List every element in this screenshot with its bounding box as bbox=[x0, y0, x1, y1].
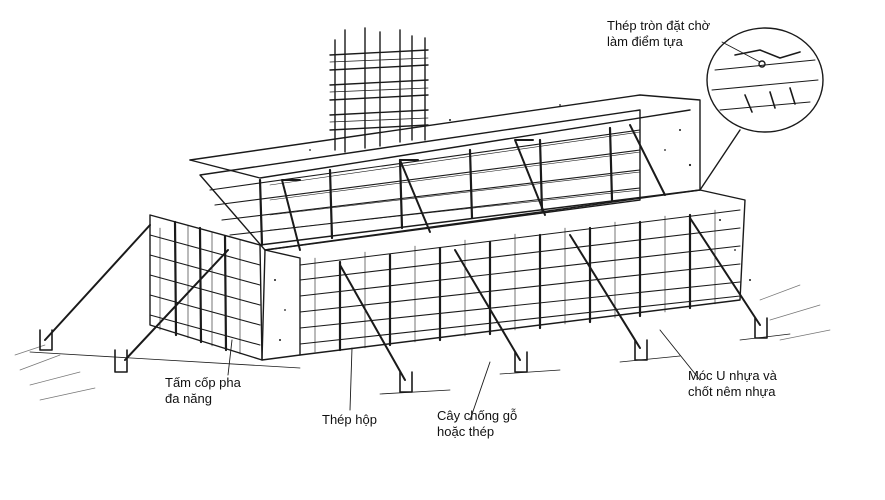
label-box-steel-line1: Thép hộp bbox=[322, 412, 377, 427]
soil-hatching bbox=[14, 284, 831, 401]
label-formwork-panel: Tấm cốp pha đa năng bbox=[165, 375, 241, 407]
label-formwork-panel-line2: đa năng bbox=[165, 391, 212, 406]
label-u-hook-line1: Móc U nhựa và bbox=[688, 368, 777, 383]
leader-lines bbox=[227, 41, 761, 421]
detail-magnifier bbox=[699, 27, 824, 191]
label-u-hook-line2: chốt nêm nhựa bbox=[688, 384, 776, 399]
label-u-hook: Móc U nhựa và chốt nêm nhựa bbox=[688, 368, 777, 400]
rebar-column-cage bbox=[329, 27, 429, 153]
left-formwork-wall bbox=[149, 214, 263, 361]
concrete-texture bbox=[274, 104, 751, 341]
back-braces bbox=[281, 124, 666, 251]
back-footing-top bbox=[189, 94, 701, 246]
label-prop: Cây chống gỗ hoặc thép bbox=[437, 408, 517, 440]
label-formwork-panel-line1: Tấm cốp pha bbox=[165, 375, 241, 390]
front-formwork-wall bbox=[261, 189, 746, 361]
back-formwork-wall bbox=[199, 109, 641, 251]
label-round-steel-line2: làm điểm tựa bbox=[607, 34, 683, 49]
ground-lines bbox=[29, 333, 791, 395]
label-prop-line2: hoặc thép bbox=[437, 424, 495, 439]
label-round-steel-line1: Thép tròn đặt chờ bbox=[607, 18, 711, 33]
label-round-steel: Thép tròn đặt chờ làm điểm tựa bbox=[607, 18, 710, 50]
front-braces bbox=[339, 217, 761, 381]
left-braces bbox=[44, 224, 229, 361]
ground-stakes bbox=[39, 317, 768, 393]
label-prop-line1: Cây chống gỗ bbox=[437, 408, 518, 423]
label-box-steel: Thép hộp bbox=[322, 412, 377, 428]
